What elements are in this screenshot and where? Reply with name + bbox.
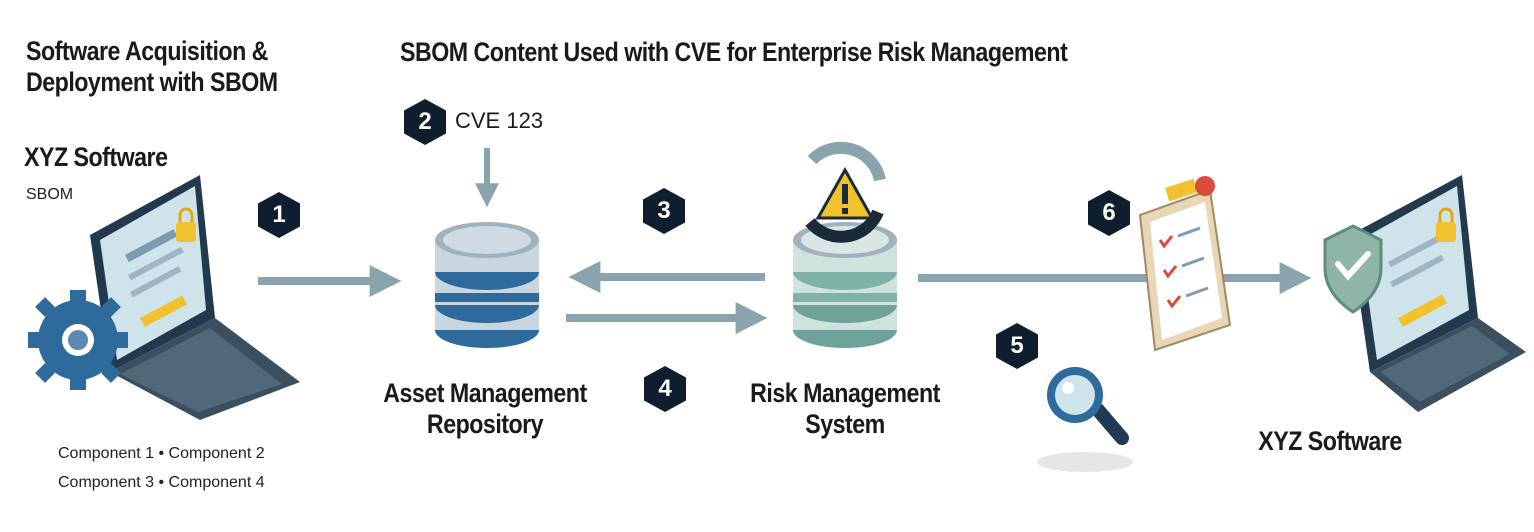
sbom-label: SBOM: [26, 186, 74, 203]
cve-label: CVE 123: [455, 108, 544, 133]
step-badge-1: 1: [258, 192, 300, 238]
checklist-clipboard-icon: [1138, 176, 1232, 352]
step-badge-6: 6: [1088, 190, 1130, 236]
left-software-name: XYZ Software: [24, 142, 168, 172]
warning-sync-icon: [805, 141, 886, 243]
laptop-secure-icon: [1350, 175, 1526, 412]
step-badge-3: 3: [643, 188, 685, 234]
left-title: Software Acquisition & Deployment with S…: [26, 36, 278, 97]
risk-system-label: Risk Management System: [750, 378, 940, 439]
gear-icon: [28, 290, 128, 390]
right-software-label: XYZ Software: [1258, 426, 1402, 456]
shield-check-icon: [1323, 224, 1383, 314]
components-line-1: Component 1 • Component 2: [58, 445, 265, 462]
magnifier-icon: [1037, 367, 1133, 472]
components-line-2: Component 3 • Component 4: [58, 474, 265, 491]
center-title: SBOM Content Used with CVE for Enterpris…: [400, 37, 1068, 67]
database-icon: [435, 222, 539, 348]
lock-icon: [176, 207, 196, 242]
asset-repo-label: Asset Management Repository: [383, 378, 587, 439]
